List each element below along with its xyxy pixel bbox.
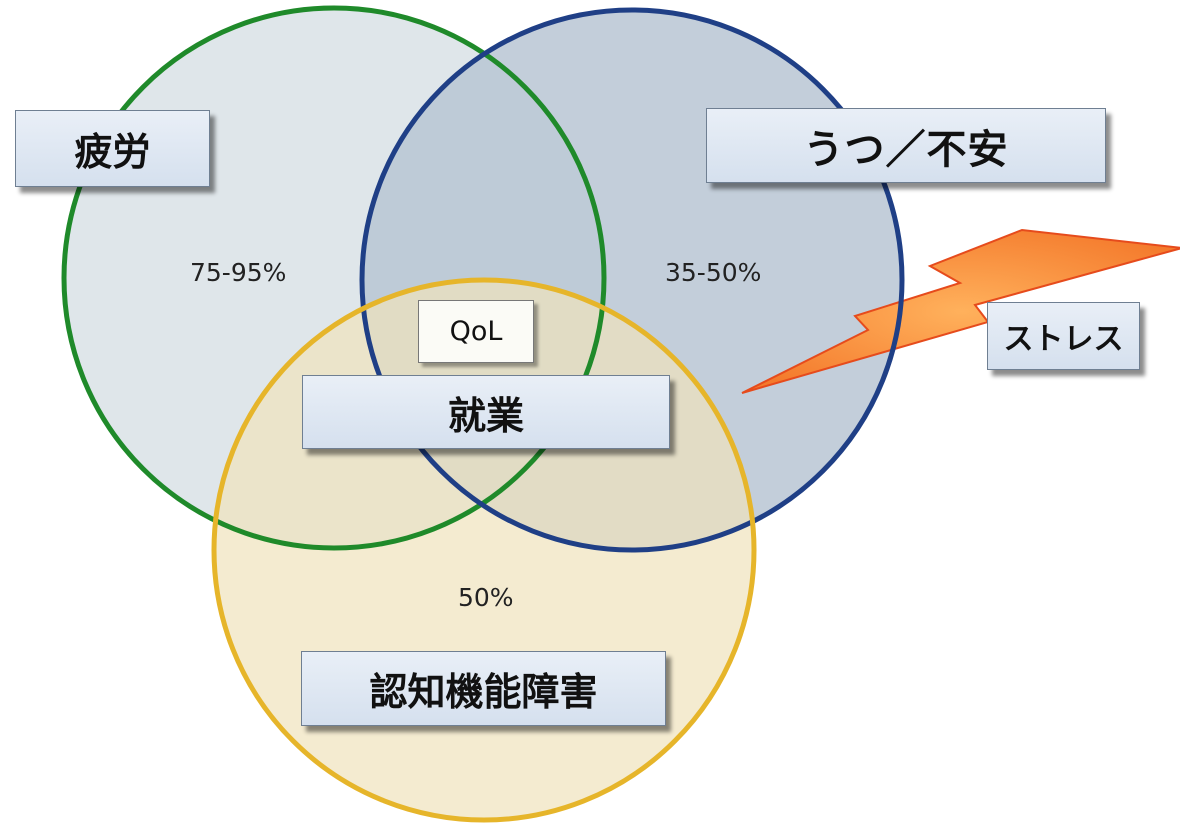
employment-label: 就業: [302, 375, 670, 449]
depression-percentage: 35-50%: [665, 258, 762, 287]
fatigue-label: 疲労: [15, 110, 210, 187]
depression-anxiety-label: うつ／不安: [706, 108, 1106, 183]
fatigue-circle: [61, 5, 607, 551]
stress-label: ストレス: [987, 302, 1140, 370]
cognitive-percentage: 50%: [458, 583, 514, 612]
qol-label: QoL: [418, 300, 534, 363]
lightning-bolt-icon: [741, 228, 1180, 394]
cognitive-impairment-label: 認知機能障害: [301, 651, 666, 726]
cognitive-circle: [211, 277, 757, 823]
depression-circle: [359, 7, 905, 553]
fatigue-percentage: 75-95%: [190, 258, 287, 287]
